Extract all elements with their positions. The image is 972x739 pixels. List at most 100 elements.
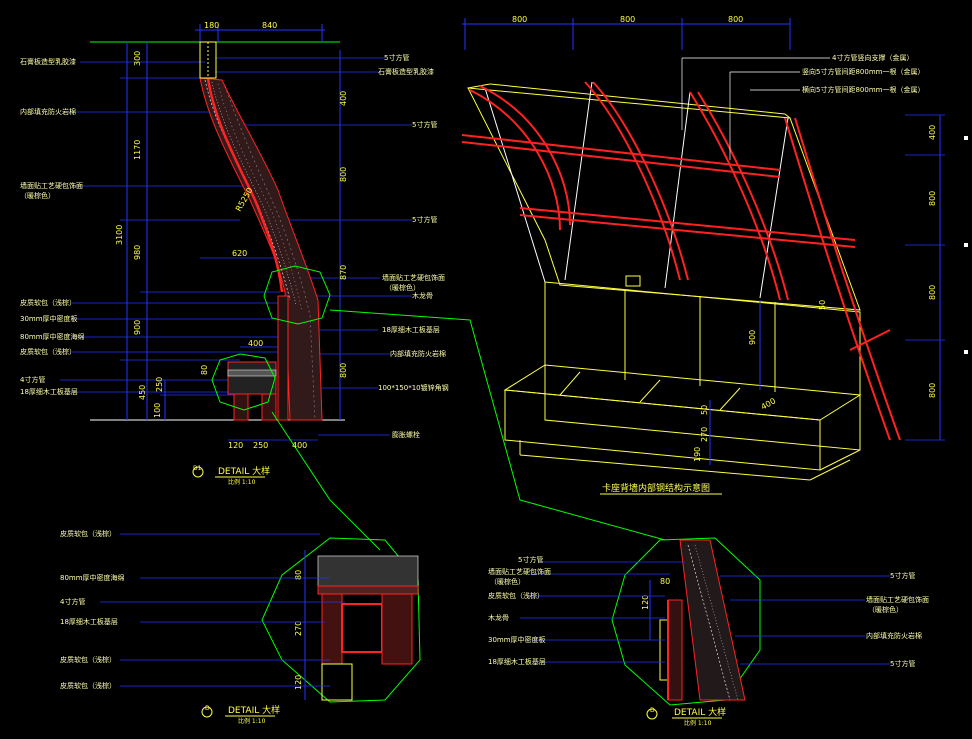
caption-scale-d: 比例 1:10 <box>238 717 266 725</box>
dim-800-right: 800 <box>339 167 348 182</box>
seat-cushion <box>227 361 277 395</box>
iso-seat-div <box>559 371 581 396</box>
caption-bubble-e <box>646 708 658 720</box>
detail-d-dim-80: 80 <box>294 570 303 580</box>
dim-3100: 3100 <box>115 225 124 245</box>
backrest-section <box>199 77 323 421</box>
label-r-tube-5b: 5寸方管 <box>412 120 437 129</box>
dim-300: 300 <box>133 51 142 66</box>
detail-d-steel-tube <box>341 603 383 653</box>
backrest-frame <box>277 295 289 421</box>
detail-d-board <box>317 585 419 595</box>
dim-400-right: 400 <box>339 91 348 106</box>
caption-detail-d: DETAIL 大样 <box>228 704 280 716</box>
detail-d-view: 80 270 120 皮质软包（浅棕） 80mm厚中密度海绵 4寸方管 18厚细… <box>60 529 421 725</box>
label-r-wood-keel: 木龙骨 <box>412 291 433 300</box>
detail-e-marker <box>263 265 331 325</box>
iso-seat-back <box>544 281 861 451</box>
dim-180: 180 <box>204 21 219 30</box>
iso-dim-800-r3: 800 <box>928 383 937 398</box>
iso-corner <box>784 113 791 119</box>
label-gypsum: 石膏板造型乳胶漆 <box>20 57 76 66</box>
label-r-angle-steel: 100*150*10镀锌角钢 <box>378 383 449 392</box>
detail-d-base <box>321 663 353 701</box>
seat-layer <box>227 369 277 377</box>
dim-250: 250 <box>155 377 164 392</box>
detail-d-marker <box>211 353 276 411</box>
iso-callout-2: 竖向5寸方管间距800mm一根（金属） <box>802 67 924 76</box>
label-hardpack: 墙面贴工艺硬包饰面 <box>20 181 83 190</box>
dim-80: 80 <box>200 365 209 375</box>
caption-tag-e: D <box>650 707 655 714</box>
label-mdf-30: 30mm厚中密度板 <box>20 314 78 323</box>
iso-corner <box>467 83 491 89</box>
iso-seat-div <box>719 387 741 411</box>
iso-dim-800-r2: 800 <box>928 285 937 300</box>
caption-detail-e: DETAIL 大样 <box>674 706 726 718</box>
dim-400-seat: 400 <box>248 339 263 348</box>
iso-dim-800-c: 800 <box>728 15 743 24</box>
label-blockboard: 18厚细木工板基层 <box>20 387 78 396</box>
detail-e-left-5: 木龙骨 <box>488 613 509 622</box>
dim-870-right: 870 <box>339 265 348 280</box>
iso-dim-400: 400 <box>760 396 778 411</box>
label-r-gypsum: 石膏板造型乳胶漆 <box>378 67 434 76</box>
detail-d-frame-right <box>381 593 413 665</box>
caption-detail-d1: DETAIL 大样 <box>218 465 270 477</box>
dim-250-b: 250 <box>253 441 268 450</box>
detail-e-right-5: 5寸方管 <box>890 659 915 668</box>
detail-d-leaders <box>100 533 345 687</box>
edge-marker <box>964 243 968 247</box>
leader-to-detail-e <box>329 309 666 541</box>
detail-e-frame <box>667 599 683 701</box>
iso-dim-270: 270 <box>700 427 709 442</box>
iso-seat-top <box>503 364 862 421</box>
label-leather-2: 皮质软包（浅棕） <box>20 347 76 356</box>
iso-dim-800-b: 800 <box>620 15 635 24</box>
label-warm-brown: （暖棕色） <box>20 191 55 200</box>
iso-dim-400: 400 <box>928 125 937 140</box>
left-section-view: 180 840 300 1170 3100 980 900 250 450 10… <box>20 21 666 551</box>
detail-e-keel <box>659 619 669 681</box>
label-sponge-80: 80mm厚中密度海绵 <box>20 332 85 341</box>
dim-900: 900 <box>133 320 142 335</box>
iso-steel-tubes <box>461 81 901 441</box>
detail-d-label-2: 80mm厚中密度海绵 <box>60 573 125 582</box>
hatch <box>211 81 297 306</box>
detail-e-right-3: （暖棕色） <box>868 605 903 614</box>
detail-e-left-3: （暖棕色） <box>490 577 525 586</box>
detail-d-label-4: 18厚细木工板基层 <box>60 617 118 626</box>
label-r-tube-5c: 5寸方管 <box>412 215 437 224</box>
iso-seat-div <box>639 379 661 403</box>
detail-e-wall <box>679 539 746 701</box>
iso-dim-190: 190 <box>693 447 702 462</box>
detail-e-left-1: 5寸方管 <box>518 555 543 564</box>
caption-scale-e: 比例 1:10 <box>684 719 712 727</box>
dim-400-b: 400 <box>292 441 307 450</box>
dim-620: 620 <box>232 249 247 258</box>
detail-e-outline <box>611 537 761 706</box>
iso-bracket <box>625 275 641 287</box>
iso-vertical-supports <box>484 81 789 299</box>
dim-800-lower: 800 <box>339 363 348 378</box>
hatch <box>687 544 731 701</box>
label-r-blockboard: 18厚细木工板基层 <box>382 325 440 334</box>
detail-e-leaders <box>520 561 890 665</box>
label-r-rockwool: 内部填充防火岩棉 <box>390 349 446 358</box>
caption-scale-d1: 比例 1:10 <box>228 478 256 486</box>
detail-d-label-3: 4寸方管 <box>60 597 85 606</box>
iso-foot-line <box>519 454 811 481</box>
caption-tag-d1: D1 <box>193 465 202 472</box>
edge-marker <box>964 350 968 354</box>
iso-callout-3: 横向5寸方管间距800mm一根（金属） <box>802 85 924 94</box>
detail-d-frame-left <box>321 593 343 665</box>
iso-top-edge <box>489 83 786 115</box>
label-rockwool: 内部填充防火岩棉 <box>20 107 76 116</box>
iso-callout-leaders <box>681 57 830 160</box>
detail-e-dim-120: 120 <box>641 595 650 610</box>
dim-840: 840 <box>262 21 277 30</box>
caption-tag-d: D <box>205 705 210 712</box>
detail-e-left-4: 皮质软包（浅棕） <box>488 591 544 600</box>
hatch <box>224 85 316 421</box>
